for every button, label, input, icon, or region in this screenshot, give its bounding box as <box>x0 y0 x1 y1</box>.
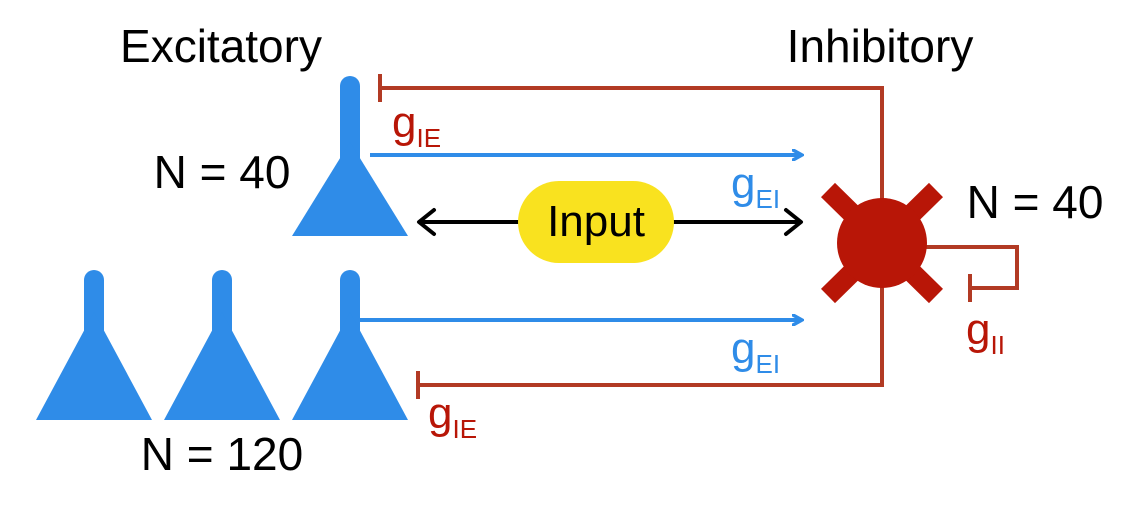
input-node: Input <box>518 181 674 263</box>
excitatory-neuron-bottom-3 <box>292 270 408 420</box>
inhibitory-count: N = 40 <box>967 176 1104 228</box>
ii-self-loop <box>924 245 1019 302</box>
g-ei-top-label: gEI <box>731 159 780 214</box>
ie-feedback-top <box>378 74 884 205</box>
excitatory-top-count: N = 40 <box>154 146 291 198</box>
inhibitory-neuron <box>820 182 944 304</box>
inhibitory-heading: Inhibitory <box>787 20 974 72</box>
excitatory-heading: Excitatory <box>120 20 322 72</box>
input-arrows <box>417 208 803 236</box>
excitatory-neuron-bottom-1 <box>36 270 152 420</box>
g-ei-bottom-label: gEI <box>731 324 780 379</box>
g-ie-top-label: gIE <box>392 98 441 153</box>
ie-feedback-bottom <box>416 250 884 399</box>
input-label: Input <box>547 197 645 246</box>
g-ie-bottom-label: gIE <box>428 389 477 444</box>
excitatory-bottom-count: N = 120 <box>141 428 303 480</box>
g-ii-label: gII <box>966 305 1005 360</box>
excitatory-neuron-bottom-2 <box>164 270 280 420</box>
excitatory-neuron-top <box>292 76 408 236</box>
